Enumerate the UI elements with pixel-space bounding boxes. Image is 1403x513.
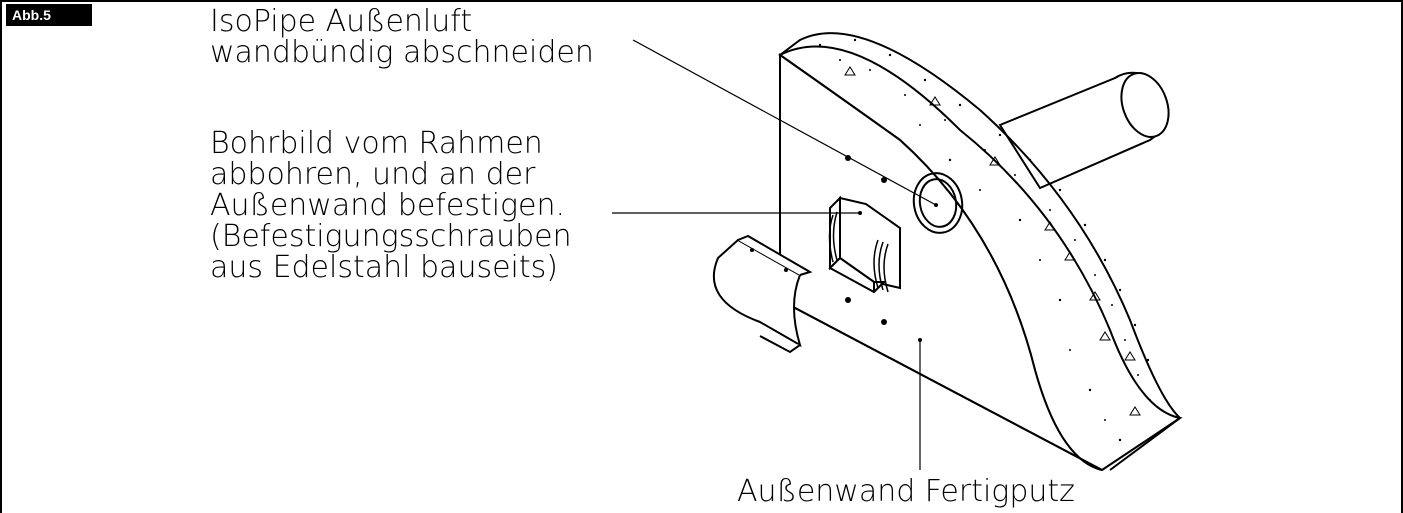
screw-holes: [845, 155, 887, 325]
figure-number-tag: Abb.5: [6, 4, 92, 26]
label-line: Außenwand befestigen.: [210, 188, 566, 223]
half-shell: [712, 234, 813, 354]
label-line: (Befestigungsschrauben: [210, 219, 572, 254]
plaster-texture: [818, 38, 1151, 442]
label-line: wandbündig abschneiden: [210, 35, 594, 70]
label-line: abbohren, und an der: [210, 157, 536, 192]
label-outer-wall-plaster: Außenwand Fertigputz: [737, 474, 1075, 509]
label-isopipe-cut: IsoPipe Außenluft wandbündig abschneiden: [210, 6, 594, 68]
label-drill-pattern: Bohrbild vom Rahmen abbohren, und an der…: [210, 128, 572, 283]
plaster-triangles: [844, 66, 1141, 416]
mounting-frame: [828, 195, 901, 294]
frame-grille: [828, 211, 889, 293]
wall-top-face: [779, 32, 1182, 471]
wall-front-face: [779, 53, 1103, 471]
pipe-opening: [912, 172, 964, 234]
label-line: IsoPipe Außenluft: [210, 4, 473, 39]
half-shell-holes: [750, 248, 788, 272]
label-line: Bohrbild vom Rahmen: [210, 126, 543, 161]
leader-lines: [612, 39, 937, 470]
label-line: aus Edelstahl bauseits): [210, 250, 558, 285]
pipe-rear: [998, 71, 1170, 190]
